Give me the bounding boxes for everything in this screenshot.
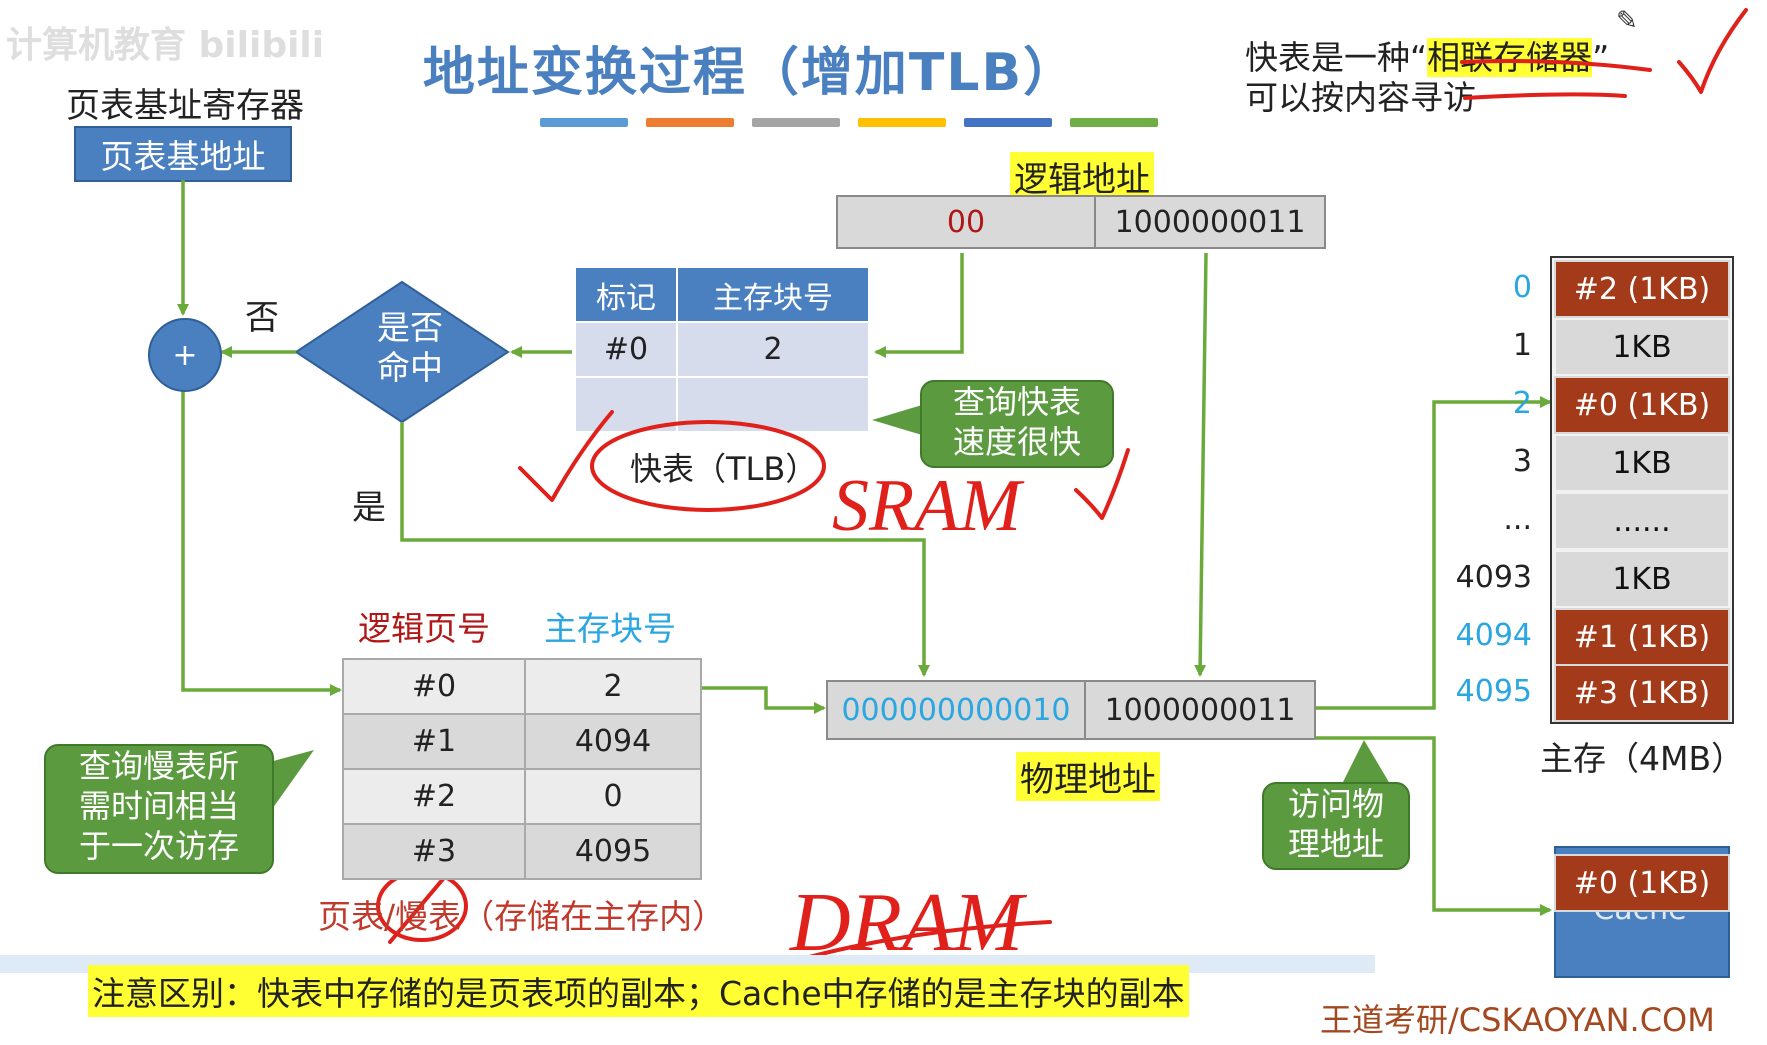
logical-offset: 1000000011 <box>1094 197 1324 247</box>
tlb-table: 标记 主存块号 #0 2 <box>574 266 870 433</box>
page-table-register-caption: 页表基址寄存器 <box>66 86 304 126</box>
table-row: #0 2 <box>342 658 702 715</box>
page-table-cell: #2 <box>342 768 526 825</box>
table-row: #2 0 <box>342 768 702 825</box>
tlb-header-tag: 标记 <box>574 266 678 323</box>
sram-annotation: SRAM <box>832 465 1025 547</box>
tlb-row <box>574 376 870 433</box>
physical-block-number: 000000000010 <box>841 692 1071 728</box>
page-table-cell: 4095 <box>524 823 702 880</box>
tlb-cell <box>676 376 870 433</box>
memory-block: #0 (1KB) <box>1554 376 1730 434</box>
memory-block: 1KB <box>1554 550 1730 608</box>
tlb-cell: 2 <box>676 321 870 378</box>
tlb-header-row: 标记 主存块号 <box>574 266 870 323</box>
tlb-note: 快表是一种“相联存储器” 可以按内容寻访 <box>1245 38 1610 117</box>
memory-index-label: 0 <box>1512 270 1532 305</box>
bottom-note: 注意区别：快表中存储的是页表项的副本；Cache中存储的是主存块的副本 <box>88 965 1189 1017</box>
memory-block: #1 (1KB) <box>1554 608 1730 666</box>
tlb-header-block: 主存块号 <box>676 266 870 323</box>
page-table-cell: #3 <box>342 823 526 880</box>
slow-query-callout: 查询慢表所 需时间相当 于一次访存 <box>44 744 274 874</box>
memory-block: 1KB <box>1554 318 1730 376</box>
adder-circle: + <box>148 318 222 392</box>
logical-page-number: 00 <box>946 204 986 240</box>
memory-index-label: 4094 <box>1455 618 1532 653</box>
tlb-cell <box>574 376 678 433</box>
access-physical-callout-tail <box>1342 740 1390 784</box>
hit-decision-text: 是否 命中 <box>377 308 443 387</box>
physical-address-label: 物理地址 <box>1016 752 1160 801</box>
brand-footer: 王道考研/CSKAOYAN.COM <box>1320 1001 1715 1039</box>
memory-index-label: ... <box>1503 502 1532 537</box>
memory-block: 1KB <box>1554 434 1730 492</box>
logical-address-label: 逻辑地址 <box>1010 152 1154 201</box>
page-table-cell: 2 <box>524 658 702 715</box>
watermark: 计算机教育 bilibili <box>6 25 325 66</box>
tlb-row: #0 2 <box>574 321 870 378</box>
memory-block: #3 (1KB) <box>1554 664 1730 722</box>
yes-label: 是 <box>352 488 386 528</box>
tlb-cell: #0 <box>574 321 678 378</box>
tlb-caption: 快表（TLB） <box>630 450 818 488</box>
page-table-base-box: 页表基地址 <box>74 126 292 182</box>
physical-address-box: 000000000010 1000000011 <box>826 680 1316 740</box>
memory-index-label: 2 <box>1512 386 1532 421</box>
page-table-caption: 页表/慢表（存储在主存内） <box>318 897 726 936</box>
page-table-cell: 4094 <box>524 713 702 770</box>
cache-block: #0 (1KB) <box>1554 854 1730 912</box>
page-table-cell: 0 <box>524 768 702 825</box>
memory-index-label: 4093 <box>1455 560 1532 595</box>
page-table-header-block: 主存块号 <box>544 609 676 648</box>
dram-annotation: DRAM <box>789 876 1027 969</box>
page-table: #0 2 #1 4094 #2 0 #3 4095 <box>342 658 702 880</box>
memory-block: #2 (1KB) <box>1554 260 1730 318</box>
logical-address-box: 00 1000000011 <box>836 195 1326 249</box>
table-row: #3 4095 <box>342 823 702 880</box>
associative-memory-highlight: 相联存储器 <box>1427 38 1593 77</box>
physical-offset: 1000000011 <box>1084 682 1314 738</box>
memory-index-label: 4095 <box>1455 674 1532 709</box>
memory-index-label: 3 <box>1512 444 1532 479</box>
title-underline-bars <box>540 118 1158 127</box>
pencil-icon: ✎ <box>1616 6 1638 36</box>
main-memory-caption: 主存（4MB） <box>1540 739 1745 778</box>
memory-block: ...... <box>1554 492 1730 550</box>
page-table-cell: #1 <box>342 713 526 770</box>
page-table-header-page: 逻辑页号 <box>358 609 490 648</box>
memory-index-label: 1 <box>1512 328 1532 363</box>
access-physical-callout: 访问物 理地址 <box>1262 782 1410 870</box>
fast-query-callout: 查询快表 速度很快 <box>920 380 1114 468</box>
fast-query-callout-shape <box>872 402 932 438</box>
table-row: #1 4094 <box>342 713 702 770</box>
page-table-cell: #0 <box>342 658 526 715</box>
slide-title: 地址变换过程（增加TLB） <box>422 43 1078 103</box>
no-label: 否 <box>245 298 279 338</box>
